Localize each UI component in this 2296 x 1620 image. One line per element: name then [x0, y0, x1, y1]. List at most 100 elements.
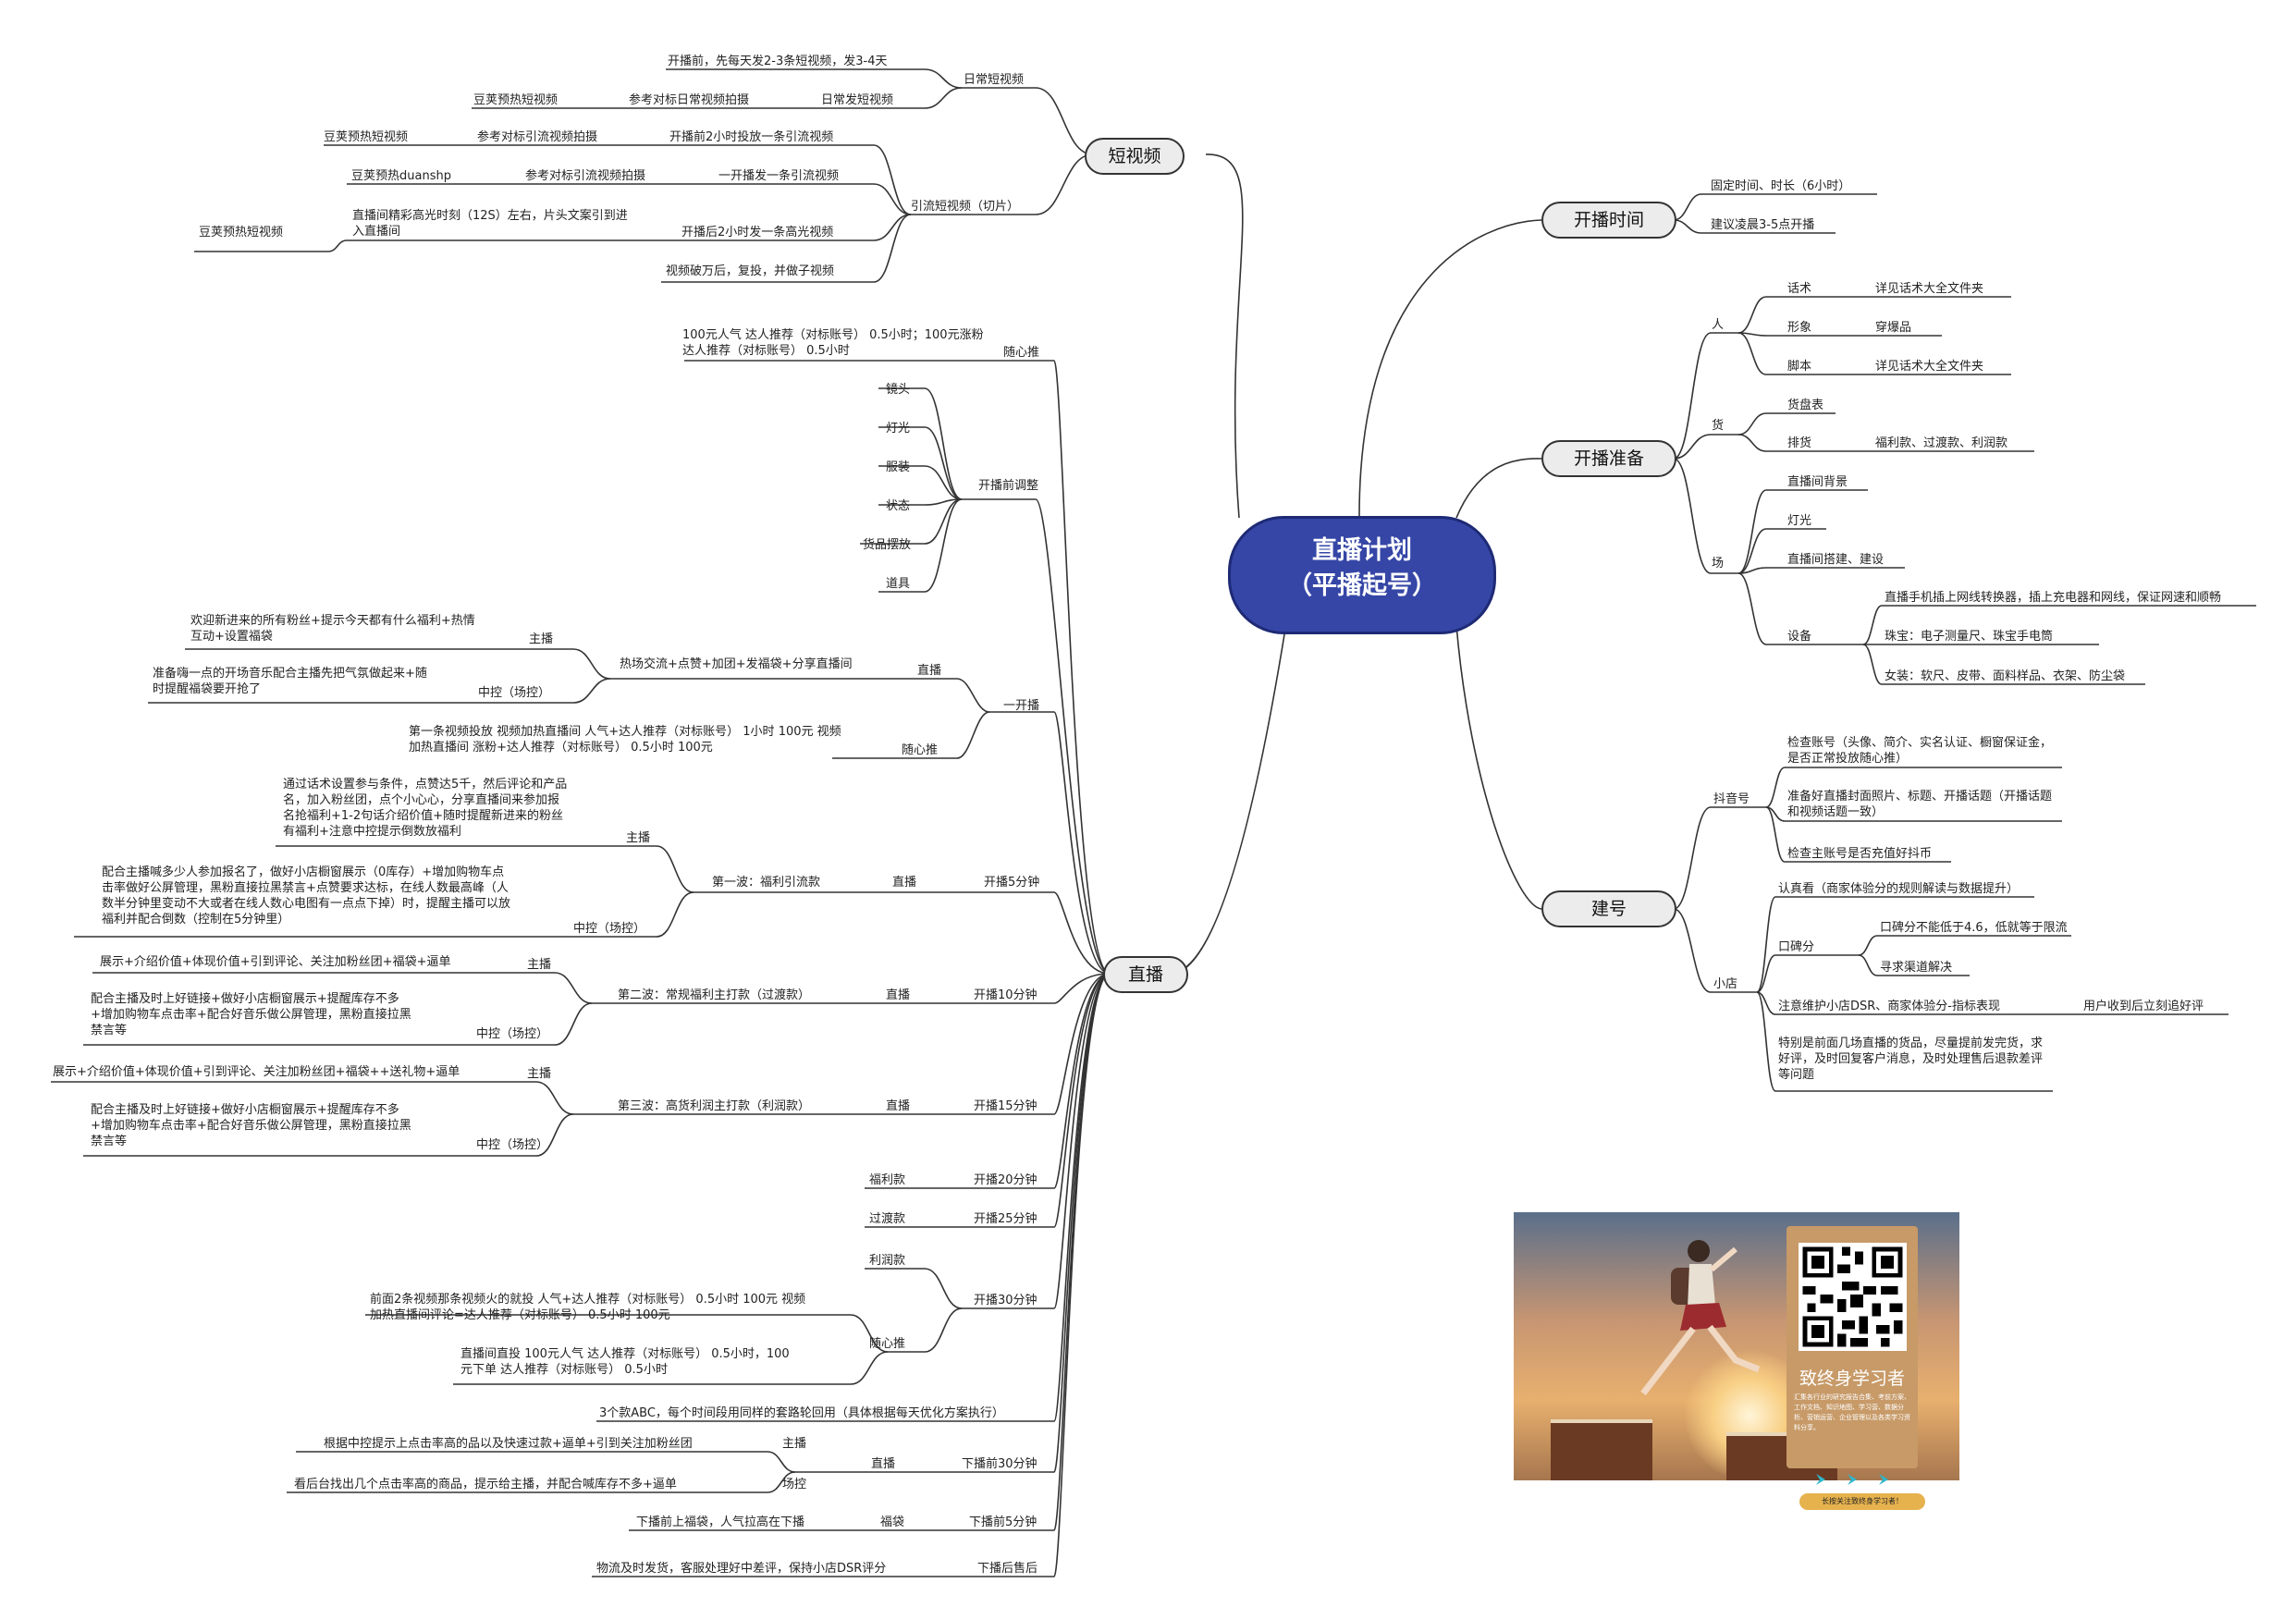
prep-paihuo: 排货 [1787, 436, 1812, 450]
prep-ren: 人 [1712, 318, 1725, 332]
branch-duanshipin[interactable]: 短视频 [1085, 138, 1185, 175]
branch-kaibo-time[interactable]: 开播时间 [1541, 202, 1676, 239]
jianhao-dy-1: 检查账号（头像、简介、实名认证、橱窗保证金，是否正常投放随心推） [1787, 736, 2053, 766]
prep-jiaoben: 脚本 [1787, 360, 1812, 374]
girl-jumping-illustration [1640, 1240, 1761, 1396]
prep-beijing: 直播间背景 [1787, 475, 1848, 489]
zb-wave1: 第一波：福利引流款 [712, 876, 821, 890]
zb-m10: 开播10分钟 [974, 988, 1037, 1002]
zb-wave2: 第二波：常规福利主打款（过渡款） [618, 988, 811, 1002]
zb-xb30-zhubo: 根据中控提示上点击率高的品以及快速过款+逼单+引到关注加粉丝团 [324, 1437, 693, 1451]
zb-xiabo30: 下播前30分钟 [962, 1457, 1037, 1471]
prep-jiaoben-value: 详见话术大全文件夹 [1875, 360, 1984, 374]
zb-tz-3: 服装 [886, 460, 911, 474]
jianhao-xd-dsr: 注意维护小店DSR、商家体验分-指标表现 [1778, 1000, 2000, 1013]
jianhao-xd-1: 认真看（商家体验分的规则解读与数据提升） [1778, 882, 2020, 896]
zb-suixintui: 随心推 [1003, 346, 1040, 360]
zb-m5: 开播5分钟 [984, 876, 1040, 890]
zb-m30-sxt-2: 直播间直投 100元人气 达人推荐（对标账号） 0.5小时，100元下单 达人推… [460, 1347, 790, 1377]
zb-xb30-zhibo: 直播 [871, 1457, 896, 1471]
jianhao-kb-1: 口碑分不能低于4.6，低就等于限流 [1880, 921, 2068, 935]
zb-w3-zhubo-label: 主播 [527, 1067, 552, 1081]
zb-w3-zk-label: 中控（场控） [476, 1138, 549, 1152]
zb-tz-6: 道具 [886, 577, 911, 591]
zb-w2-zhubo-label: 主播 [527, 958, 552, 972]
root-topic[interactable]: 直播计划 （平播起号） [1228, 516, 1496, 634]
branch-jianhao[interactable]: 建号 [1541, 890, 1676, 927]
dsp-rc-1: 开播前，先每天发2-3条短视频，发3-4天 [668, 55, 888, 68]
dsp-yl-2: 一开播发一条引流视频 [718, 169, 840, 183]
zb-rc-zhubo: 欢迎新进来的所有粉丝+提示今天都有什么福利+热情互动+设置福袋 [190, 614, 475, 644]
book-stack-left [1551, 1419, 1652, 1480]
zb-rc-zhubo-label: 主播 [529, 632, 554, 646]
zb-w2-zhubo: 展示+介绍价值+体现价值+引到评论、关注加粉丝团+福袋+逼单 [100, 955, 451, 969]
prep-paihuo-value: 福利款、过渡款、利润款 [1875, 436, 2008, 450]
zb-xb5-v: 下播前上福袋，人气拉高在下播 [636, 1516, 805, 1529]
promo-title: 致终身学习者 [1799, 1368, 1905, 1389]
jianhao-douyin: 抖音号 [1713, 792, 1750, 806]
qr-code-icon[interactable] [1799, 1243, 1907, 1351]
zb-w2-zhibo: 直播 [886, 988, 911, 1002]
dsp-rc-2: 日常发短视频 [821, 93, 894, 107]
zb-w2-zk: 配合主播及时上好链接+做好小店橱窗展示+提醒库存不多+增加购物车点击率+配合好音… [91, 992, 411, 1037]
prep-dajian: 直播间搭建、建设 [1787, 553, 1885, 567]
prep-shebei-3: 女装：软尺、皮带、面料样品、衣架、防尘袋 [1885, 669, 2126, 683]
zb-tz-4: 状态 [886, 499, 911, 513]
zb-xb5-fudai: 福袋 [880, 1516, 905, 1529]
time-item-1: 固定时间、时长（6小时） [1711, 179, 1851, 193]
zb-shouhou-v: 物流及时发货，客服处理好中差评，保持小店DSR评分 [596, 1562, 887, 1576]
zb-m25: 开播25分钟 [974, 1212, 1037, 1226]
dsp-richang: 日常短视频 [964, 73, 1025, 87]
prep-huashu-value: 详见话术大全文件夹 [1875, 282, 1984, 296]
jianhao-koubeifen: 口碑分 [1778, 940, 1815, 954]
jianhao-kb-2: 寻求渠道解决 [1880, 961, 1953, 975]
jianhao-dy-2: 准备好直播封面照片、标题、开播话题（开播话题和视频话题一致） [1787, 790, 2053, 819]
branch-zhibo[interactable]: 直播 [1103, 956, 1188, 993]
zb-rc-zk: 准备嗨一点的开场音乐配合主播先把气氛做起来+随时提醒福袋要开抢了 [153, 667, 427, 696]
prep-huashu: 话术 [1787, 282, 1812, 296]
zb-m30-sxt: 随心推 [869, 1337, 906, 1351]
zb-m20-v: 福利款 [869, 1173, 906, 1187]
zb-yikaibo: 一开播 [1003, 699, 1040, 713]
jianhao-xiaodian: 小店 [1713, 977, 1738, 991]
zb-w1-zhibo: 直播 [892, 876, 917, 890]
zb-tz-1: 镜头 [886, 383, 911, 397]
dsp-yl-3: 开播后2小时发一条高光视频 [681, 226, 834, 239]
dsp-yinliu: 引流短视频（切片） [911, 200, 1020, 214]
zb-xb30-zhubo-label: 主播 [782, 1437, 807, 1451]
arrow-icons [1816, 1474, 1888, 1485]
zb-rc-zk-label: 中控（场控） [478, 686, 551, 700]
zb-rechang: 热场交流+点赞+加团+发福袋+分享直播间 [620, 657, 853, 671]
dsp-yl-3-ref: 直播间精彩高光时刻（12S）左右，片头文案引到进入直播间 [352, 209, 628, 239]
prep-shebei: 设备 [1787, 630, 1812, 644]
promo-follow-pill[interactable]: 长按关注致终身学习者！ [1799, 1493, 1925, 1510]
prep-shebei-2: 珠宝：电子测量尺、珠宝手电筒 [1885, 630, 2054, 644]
prep-chang: 场 [1712, 557, 1725, 571]
dsp-rc-2-src: 豆荚预热短视频 [473, 93, 559, 107]
zb-w1-zhubo-label: 主播 [626, 831, 651, 845]
promo-subtitle: 汇集各行业的研究报告合集、考前方案、工作文档、知识地图、学习营、数据分析、营销运… [1794, 1393, 1910, 1431]
zb-w3-zk: 配合主播及时上好链接+做好小店橱窗展示+提醒库存不多+增加购物车点击率+配合好音… [91, 1103, 411, 1148]
branch-kaibo-prep[interactable]: 开播准备 [1541, 440, 1676, 477]
zb-w1-zk: 配合主播喊多少人参加报名了，做好小店橱窗展示（0库存）+增加购物车点击率做好公屏… [102, 865, 511, 927]
zb-m15: 开播15分钟 [974, 1099, 1037, 1113]
zb-m30-sxt-1: 前面2条视频那条视频火的就投 人气+达人推荐（对标账号） 0.5小时 100元 … [370, 1293, 806, 1322]
zb-w1-zhubo: 通过话术设置参与条件，点赞达5千，然后评论和产品名，加入粉丝团，点个小心心，分享… [283, 778, 568, 839]
zb-tz-5: 货品摆放 [863, 538, 912, 552]
jianhao-xd-last: 特别是前面几场直播的货品，尽量提前发完货，求好评，及时回复客户消息，及时处理售后… [1778, 1037, 2044, 1082]
zb-abc: 3个款ABC，每个时间段用同样的套路轮回用（具体根据每天优化方案执行） [599, 1406, 1004, 1420]
zb-yk-sxt-text: 第一条视频投放 视频加热直播间 人气+达人推荐（对标账号） 1小时 100元 视… [409, 725, 841, 755]
zb-m30-v: 利润款 [869, 1254, 906, 1268]
zb-w3-zhibo: 直播 [886, 1099, 911, 1113]
zb-yk-sxt: 随心推 [902, 743, 939, 757]
dsp-yl-2-src: 豆荚预热duanshp [351, 169, 451, 183]
zb-tz-2: 灯光 [886, 422, 911, 436]
zb-shouhou: 下播后售后 [977, 1562, 1038, 1576]
jianhao-dy-3: 检查主账号是否充值好抖币 [1787, 847, 1933, 861]
zb-w2-zk-label: 中控（场控） [476, 1027, 549, 1041]
time-item-2: 建议凌晨3-5点开播 [1711, 218, 1815, 232]
prep-xingxiang-value: 穿爆品 [1875, 321, 1912, 335]
zb-m30: 开播30分钟 [974, 1294, 1037, 1307]
prep-xingxiang: 形象 [1787, 321, 1812, 335]
